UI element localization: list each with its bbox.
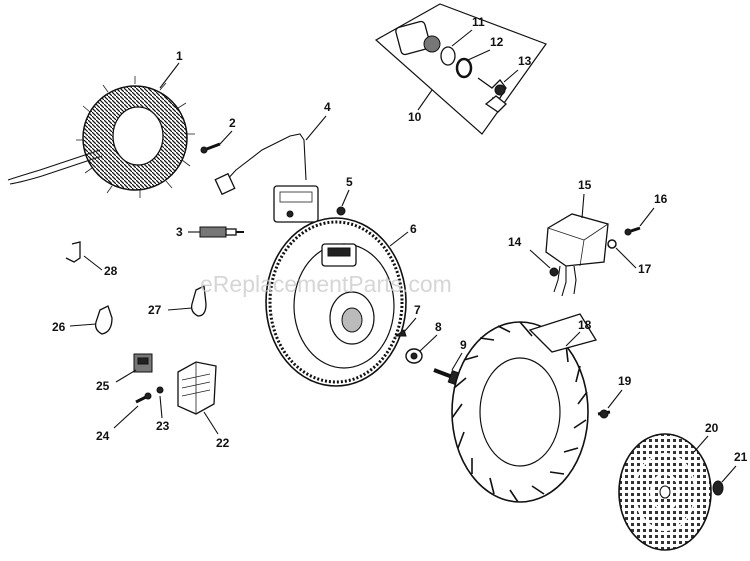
fan-housing-part (451, 313, 598, 503)
small-nut-part (156, 386, 164, 394)
callout-17: 17 (638, 262, 652, 276)
watermark-text: eReplacementParts.com (200, 271, 452, 297)
callout-23: 23 (156, 419, 170, 433)
callout-21: 21 (734, 450, 748, 464)
callout-16: 16 (654, 192, 668, 206)
callout-20: 20 (705, 421, 719, 435)
wire-clip-part (65, 241, 81, 263)
callout-25: 25 (96, 379, 110, 393)
regulator-screw-part (624, 226, 641, 236)
grill-nut-part (712, 480, 724, 496)
regulator-washer-part (607, 239, 617, 249)
callout-22: 22 (216, 436, 230, 450)
callout-1: 1 (176, 49, 183, 63)
callout-11: 11 (472, 15, 485, 29)
woodruff-key-part (394, 329, 407, 337)
callout-28: 28 (104, 264, 118, 278)
callout-14: 14 (508, 235, 522, 249)
callout-5: 5 (346, 175, 353, 189)
callout-24: 24 (96, 429, 110, 443)
callout-7: 7 (414, 303, 421, 317)
callout-9: 9 (460, 338, 467, 352)
housing-screw-part (597, 409, 611, 419)
callout-12: 12 (490, 35, 504, 49)
callout-26: 26 (52, 320, 66, 334)
grill-screen-part (618, 433, 712, 551)
callout-4: 4 (324, 100, 331, 114)
cable-clip-part (190, 285, 207, 317)
stator-part (7, 76, 195, 198)
wire-clamp-part (94, 305, 113, 335)
flywheel-part (265, 217, 407, 387)
callout-13: 13 (518, 54, 532, 68)
ignition-module-part (214, 133, 319, 223)
small-screw-part (135, 392, 152, 404)
regulator-nut-part (549, 267, 559, 277)
callout-3: 3 (176, 225, 183, 239)
callout-8: 8 (435, 320, 442, 334)
callout-19: 19 (618, 374, 632, 388)
callout-10: 10 (408, 110, 422, 124)
spark-plug-part (199, 226, 244, 238)
module-screw-part (336, 206, 346, 216)
rectifier-regulator-part (545, 213, 609, 297)
callout-27: 27 (148, 303, 162, 317)
bracket-plate-part (133, 353, 153, 373)
rectifier-part (177, 361, 217, 415)
callout-2: 2 (229, 116, 236, 130)
callout-18: 18 (578, 318, 592, 332)
washer-part (405, 348, 423, 364)
screw-part (200, 142, 221, 154)
callout-6: 6 (410, 222, 417, 236)
callout-15: 15 (578, 178, 592, 192)
key-switch-assembly-group (374, 3, 547, 135)
